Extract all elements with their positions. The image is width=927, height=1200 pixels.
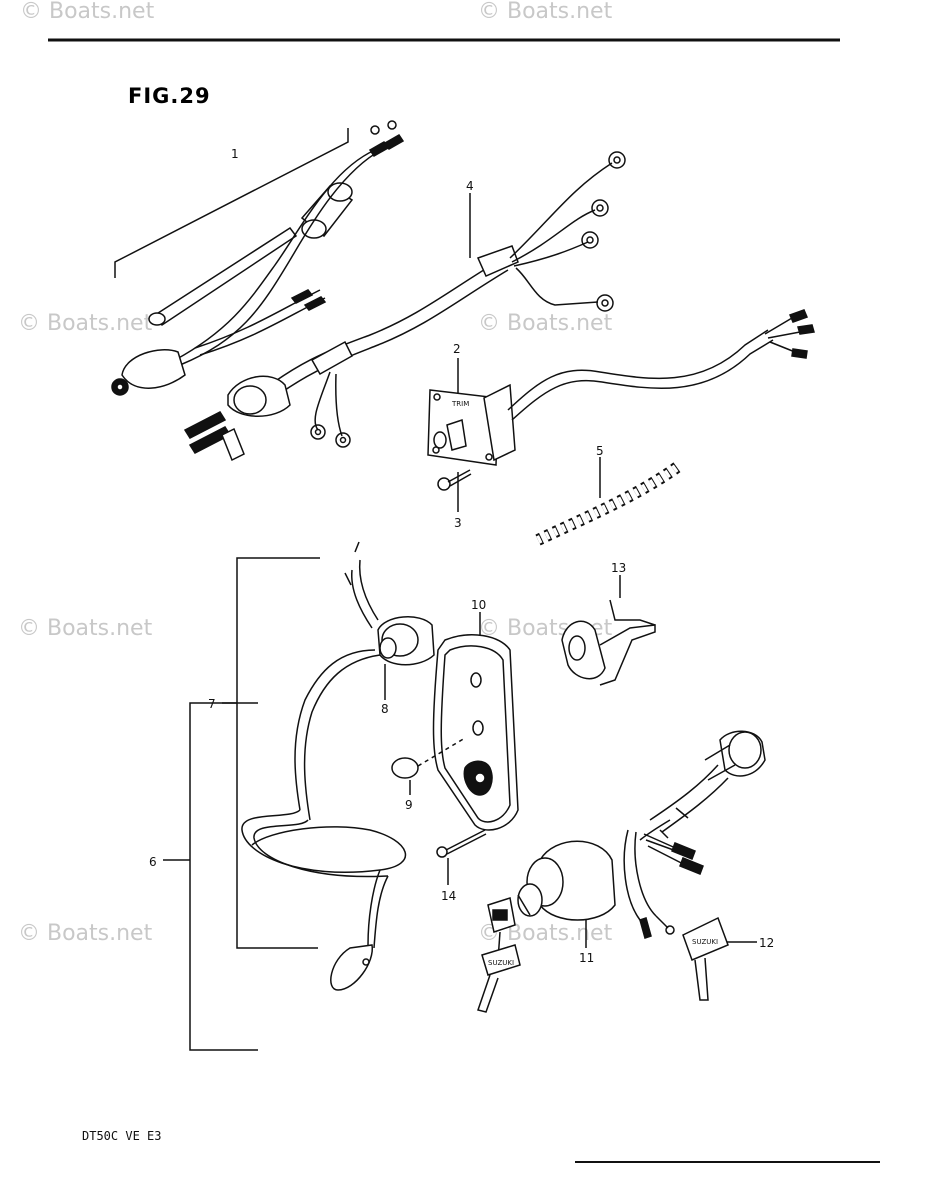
part-14-screw [436, 829, 487, 885]
watermark-text: © Boats.net [20, 0, 155, 24]
watermark-text: © Boats.net [18, 921, 153, 946]
callout-labels: 1 2 3 4 5 6 7 8 9 10 11 12 13 14 [149, 147, 774, 965]
trim-plate-label: TRIM [451, 400, 469, 408]
callout-13: 13 [611, 561, 626, 575]
callout-3: 3 [454, 516, 462, 530]
watermark-text: © Boats.net [18, 616, 153, 641]
callout-6: 6 [149, 855, 157, 869]
callout-9: 9 [405, 798, 413, 812]
part-13-bracket [561, 575, 656, 686]
callout-5: 5 [596, 444, 604, 458]
part-12-key: SUZUKI [682, 916, 757, 1001]
part-9-plug [391, 737, 466, 795]
callout-14: 14 [441, 889, 456, 903]
watermark-group: © Boats.net © Boats.net © Boats.net © Bo… [18, 0, 613, 946]
part-4-main-harness [183, 151, 626, 462]
callout-11: 11 [579, 951, 594, 965]
callout-1: 1 [231, 147, 239, 161]
callout-2: 2 [453, 342, 461, 356]
part-10-plate [432, 612, 519, 831]
part-5-spiral-tube [535, 457, 684, 546]
watermark-text: © Boats.net [18, 311, 153, 336]
part-1-switch-harness [111, 120, 405, 396]
part-2-trim-switch: TRIM [427, 309, 815, 466]
key-brand-label: SUZUKI [488, 959, 514, 967]
callout-7: 7 [208, 697, 216, 711]
callout-8: 8 [381, 702, 389, 716]
key-brand-label: SUZUKI [692, 938, 718, 946]
watermark-text: © Boats.net [478, 0, 613, 24]
watermark-text: © Boats.net [478, 311, 613, 336]
part-11-ignition-switch: SUZUKI [477, 730, 766, 1013]
figure-title: FIG.29 [128, 84, 211, 108]
part-3-screw [437, 469, 472, 512]
part-6-7-lanyard-stop-switch [163, 541, 435, 1051]
model-code: DT50C VE E3 [82, 1129, 161, 1143]
callout-12: 12 [759, 936, 774, 950]
callout-4: 4 [466, 179, 474, 193]
callout-10: 10 [471, 598, 486, 612]
